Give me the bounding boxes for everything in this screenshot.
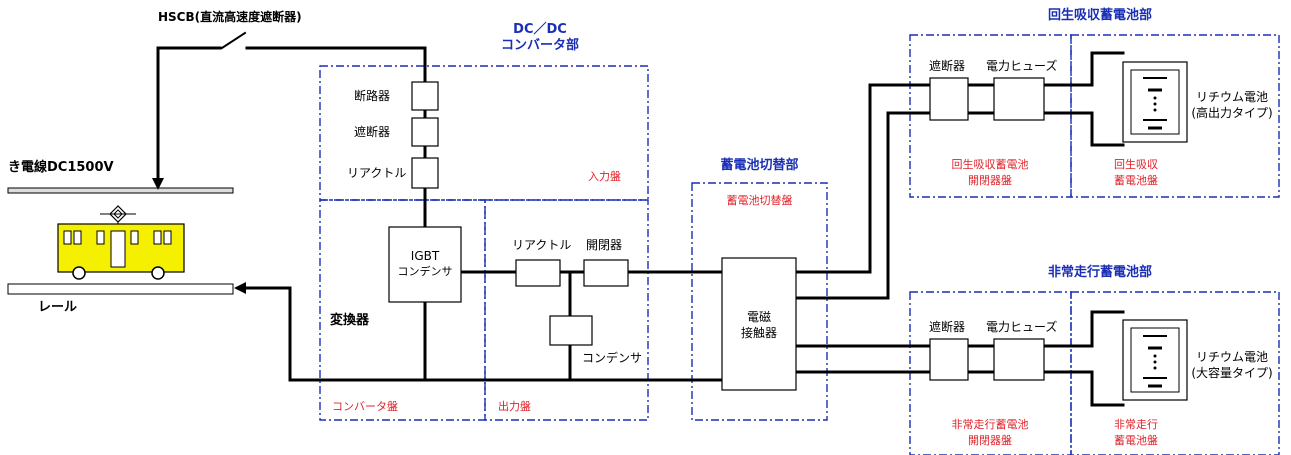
emerg-battery-label-1: リチウム電池 <box>1195 350 1268 364</box>
regen-breaker-box <box>929 77 969 121</box>
regen-battery-label-1: リチウム電池 <box>1195 90 1268 104</box>
regen-battery-label-2: (高出力タイプ) <box>1191 106 1273 120</box>
switch-out-label: 開閉器 <box>586 238 623 252</box>
rail-label: レール <box>38 300 78 315</box>
switch-section-title: 蓄電池切替部 <box>720 158 799 173</box>
emerg-battery-label-2: (大容量タイプ) <box>1191 366 1273 380</box>
emerg-battery <box>1122 319 1188 401</box>
regen-switch-panel-label-1: 回生吸収蓄電池 <box>951 158 1029 171</box>
reactor-in-label: リアクトル <box>347 166 407 180</box>
emerg-section-title: 非常走行蓄電池部 <box>1047 265 1152 280</box>
emerg-fuse-label: 電力ヒューズ <box>986 320 1058 334</box>
dcdc-title-1: DC／DC <box>513 22 567 37</box>
train <box>57 205 185 280</box>
reactor-out-box <box>515 259 561 287</box>
switch-out-box <box>583 259 629 287</box>
dcdc-title-2: コンバータ部 <box>500 38 579 53</box>
disconnector-box <box>411 81 439 111</box>
regen-fuse-label: 電力ヒューズ <box>986 59 1058 73</box>
converter-label: 変換器 <box>330 313 370 328</box>
down-arrow-icon <box>152 178 164 190</box>
emerg-switch-panel-label-1: 非常走行蓄電池 <box>951 418 1029 431</box>
hscb-label: HSCB(直流高速度遮断器) <box>158 10 302 24</box>
feeder-label: き電線DC1500V <box>8 160 114 175</box>
feeder-line <box>7 187 234 194</box>
rail <box>7 283 234 295</box>
regen-battery-panel-label-1: 回生吸収 <box>1114 158 1158 171</box>
regen-breaker-label: 遮断器 <box>929 59 966 73</box>
output-panel-label: 出力盤 <box>498 400 531 413</box>
emerg-battery-panel-label-2: 蓄電池盤 <box>1114 434 1158 447</box>
igbt-label-1: IGBT <box>410 249 440 263</box>
emerg-breaker-box <box>929 338 969 381</box>
switch-section-frame <box>691 182 828 421</box>
reactor-out-label: リアクトル <box>512 238 572 252</box>
igbt-box <box>388 226 462 303</box>
converter-panel-label: コンバータ盤 <box>332 400 398 413</box>
contactor-box <box>721 257 797 391</box>
regen-switch-panel-label-2: 開閉器盤 <box>968 174 1012 187</box>
disconnector-label: 断路器 <box>354 89 391 103</box>
capacitor-out-box <box>549 315 593 346</box>
capacitor-out-label: コンデンサ <box>582 351 643 365</box>
igbt-label-2: コンデンサ <box>397 265 453 278</box>
contactor-label-1: 電磁 <box>746 310 771 324</box>
breaker-in-label: 遮断器 <box>354 125 391 139</box>
emerg-fuse-box <box>993 338 1045 381</box>
reactor-in-box <box>411 157 439 189</box>
input-panel-label: 入力盤 <box>588 170 621 183</box>
regen-battery <box>1122 61 1188 143</box>
contactor-label-2: 接触器 <box>740 326 777 340</box>
emerg-battery-panel-label-1: 非常走行 <box>1114 418 1158 431</box>
emerg-breaker-label: 遮断器 <box>929 320 966 334</box>
switch-panel-label: 蓄電池切替盤 <box>726 194 793 207</box>
regen-battery-panel-label-2: 蓄電池盤 <box>1114 174 1158 187</box>
breaker-in-box <box>411 117 439 147</box>
emerg-switch-panel-label-2: 開閉器盤 <box>968 434 1012 447</box>
left-arrow-icon <box>234 282 246 294</box>
regen-fuse-box <box>993 77 1045 121</box>
regen-battery-frame <box>1070 34 1280 198</box>
regen-section-title: 回生吸収蓄電池部 <box>1047 8 1152 23</box>
output-panel-frame <box>484 199 649 421</box>
